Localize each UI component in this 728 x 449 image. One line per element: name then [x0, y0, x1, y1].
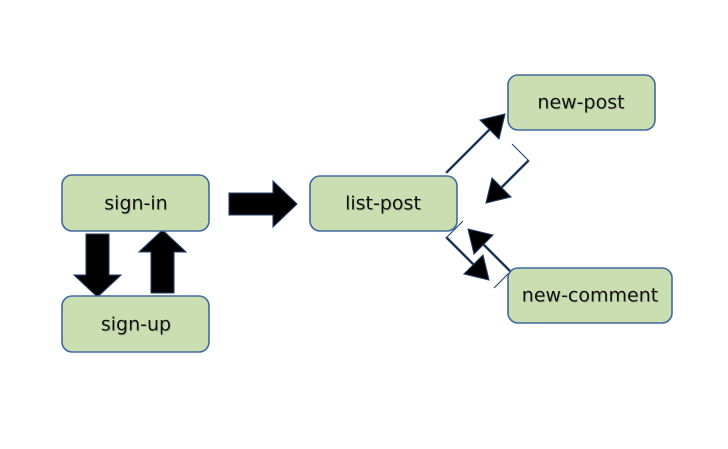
node-new-comment[interactable]: new-comment new-comment	[507, 267, 673, 324]
node-sign-up-label-shadow: sign-up	[102, 315, 172, 337]
node-new-post-label: new-post	[537, 92, 624, 114]
node-list-post-box	[309, 175, 458, 232]
node-sign-in[interactable]: sign-in sign-in	[61, 174, 210, 232]
node-sign-up-box	[61, 295, 210, 353]
node-sign-in-box	[61, 174, 210, 232]
arrow-right-glyph	[228, 179, 298, 229]
node-sign-up-label: sign-up	[101, 314, 171, 336]
edge-sign-up-to-sign-in[interactable]	[137, 229, 188, 294]
node-sign-in-label: sign-in	[104, 193, 167, 215]
edge-list-post-to-new-comment[interactable]	[445, 220, 490, 281]
arrow-down-right-glyph	[445, 220, 490, 281]
edge-sign-in-to-sign-up[interactable]	[72, 233, 123, 298]
node-list-post-label: list-post	[345, 193, 421, 215]
node-new-post-label-shadow: new-post	[538, 93, 625, 115]
arrow-down-left-glyph	[485, 143, 530, 204]
node-new-comment-label-shadow: new-comment	[523, 286, 659, 308]
node-sign-in-label-shadow: sign-in	[105, 194, 168, 216]
arrow-down-glyph	[72, 233, 123, 298]
node-new-comment-label: new-comment	[522, 285, 658, 307]
node-new-comment-box	[507, 267, 673, 324]
node-list-post[interactable]: list-post list-post	[309, 175, 458, 232]
node-new-post-box	[507, 74, 656, 131]
edge-list-post-to-new-post[interactable]	[445, 113, 506, 174]
edge-new-comment-to-list-post[interactable]	[467, 228, 512, 289]
arrow-up-glyph	[137, 229, 188, 294]
edge-sign-in-to-list-post[interactable]	[228, 179, 298, 229]
node-sign-up[interactable]: sign-up sign-up	[61, 295, 210, 353]
node-list-post-label-shadow: list-post	[346, 194, 422, 216]
arrow-up-left-glyph	[467, 228, 512, 289]
edge-new-post-to-list-post[interactable]	[485, 143, 530, 204]
arrow-up-right-glyph	[445, 113, 506, 174]
node-new-post[interactable]: new-post new-post	[507, 74, 656, 131]
